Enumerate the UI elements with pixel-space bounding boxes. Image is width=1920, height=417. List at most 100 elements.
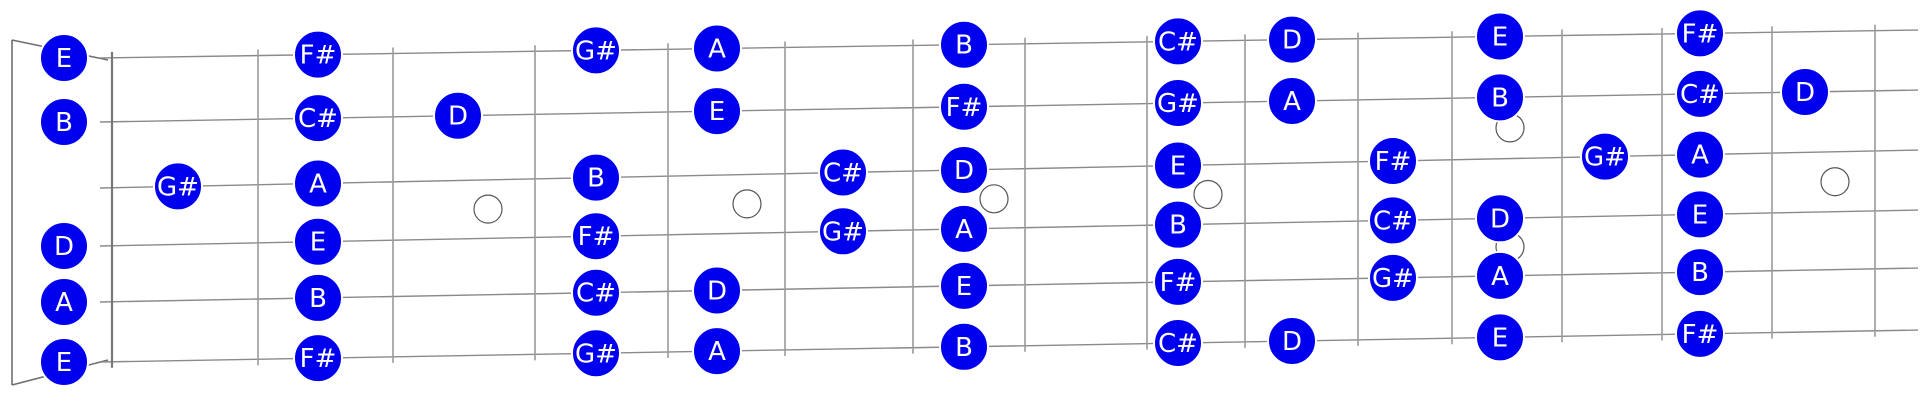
note-s5-f12-label: A (1491, 262, 1509, 292)
note-s2-f3-circle (433, 90, 483, 141)
note-s1-f5: A (692, 23, 742, 74)
note-s6-f10-circle (1267, 316, 1317, 367)
note-s5-f2-circle (293, 272, 343, 323)
frets (110, 24, 1876, 368)
note-s5-f5-label: D (707, 276, 727, 306)
note-s2-f12-circle (1475, 72, 1525, 123)
note-s1-f9: C# (1153, 16, 1203, 67)
open-note-string-2-circle (39, 97, 89, 147)
fret-markers (473, 113, 1850, 262)
note-s4-f7-circle (939, 203, 989, 254)
note-s6-f14: F# (1675, 308, 1725, 359)
note-s5-f4-circle (571, 267, 621, 318)
note-s1-f9-circle (1153, 16, 1203, 67)
note-s4-f9-circle (1153, 199, 1203, 250)
note-s3-f13-circle (1580, 131, 1630, 182)
note-s2-f3: D (433, 90, 483, 141)
note-s5-f11-label: G# (1372, 264, 1414, 294)
note-s5-f5: D (692, 265, 742, 316)
note-s3-f1-label: G# (157, 172, 199, 202)
note-s4-f12-label: D (1490, 204, 1510, 234)
note-s6-f7-label: B (955, 333, 973, 363)
note-s6-f14-circle (1675, 308, 1725, 359)
note-s2-f10-label: A (1283, 87, 1301, 117)
note-s4-f11-circle (1368, 195, 1418, 246)
note-s2-f7: F# (939, 81, 989, 132)
open-note-string-1-circle (39, 33, 89, 83)
string-2 (99, 89, 1919, 123)
note-s4-f4-circle (571, 211, 621, 262)
note-s5-f2: B (293, 272, 343, 323)
note-s1-f14: F# (1675, 8, 1725, 59)
note-s4-f7: A (939, 203, 989, 254)
note-s2-f12: B (1475, 72, 1525, 123)
note-s3-f6-label: C# (823, 158, 863, 188)
note-s4-f2-label: E (310, 228, 326, 258)
note-s6-f10: D (1267, 316, 1317, 367)
note-s3-f14-label: A (1691, 141, 1709, 171)
note-s3-f7-label: D (954, 156, 974, 186)
note-s6-f7: B (939, 321, 989, 372)
strings (99, 29, 1919, 363)
note-s5-f14-circle (1675, 247, 1725, 298)
note-s5-f11-circle (1368, 252, 1418, 303)
note-s6-f2-label: F# (300, 344, 337, 374)
note-s1-f5-label: A (708, 35, 726, 65)
string-4 (99, 209, 1919, 247)
note-s2-f7-circle (939, 81, 989, 132)
note-s1-f12-circle (1475, 11, 1525, 62)
note-s3-f1: G# (153, 161, 203, 212)
fret-marker-3 (473, 194, 503, 224)
note-s5-f9: F# (1153, 256, 1203, 307)
open-note-string-6-label: E (56, 348, 72, 378)
note-s3-f2-label: A (309, 169, 327, 199)
fret-marker-15 (1820, 167, 1850, 197)
string-5 (99, 267, 1919, 303)
note-s3-f1-circle (153, 161, 203, 212)
string-6 (99, 329, 1919, 363)
note-s3-f6: C# (818, 147, 868, 198)
note-s6-f9: C# (1153, 318, 1203, 369)
note-s2-f9-label: G# (1157, 89, 1199, 119)
note-s1-f9-label: C# (1158, 27, 1198, 57)
note-s4-f6: G# (818, 206, 868, 257)
note-s1-f12: E (1475, 11, 1525, 62)
note-s4-f2-circle (293, 216, 343, 267)
note-s3-f13-label: G# (1584, 143, 1626, 173)
note-s4-f12-circle (1475, 193, 1525, 244)
string-1 (99, 29, 1919, 59)
note-s6-f9-circle (1153, 318, 1203, 369)
fret-marker-5 (732, 189, 762, 219)
note-s2-f7-label: F# (946, 93, 983, 123)
note-s6-f14-label: F# (1682, 320, 1719, 350)
note-s5-f5-circle (692, 265, 742, 316)
note-s2-f5-label: E (709, 97, 725, 127)
open-note-string-1: E (39, 33, 89, 83)
note-s1-f4: G# (571, 25, 621, 76)
note-s6-f2: F# (293, 333, 343, 384)
note-s5-f14-label: B (1691, 258, 1709, 288)
note-s3-f6-circle (818, 147, 868, 198)
note-s6-f5: A (692, 326, 742, 377)
note-s4-f14: E (1675, 189, 1725, 240)
fret-marker-7 (979, 184, 1009, 214)
note-s2-f5-circle (692, 86, 742, 137)
note-s6-f4-label: G# (575, 339, 617, 369)
note-s5-f7-label: E (956, 272, 972, 302)
open-note-string-4-label: D (54, 232, 74, 262)
note-s5-f9-circle (1153, 256, 1203, 307)
note-markers: EBDAEG#F#C#AEBF#DG#BF#C#G#AEDAC#G#BF#DAE… (39, 8, 1830, 387)
note-s6-f9-label: C# (1158, 329, 1198, 359)
note-s5-f7: E (939, 260, 989, 311)
note-s4-f14-circle (1675, 189, 1725, 240)
open-note-string-4-circle (39, 221, 89, 271)
open-note-string-5: A (39, 277, 89, 327)
note-s4-f6-circle (818, 206, 868, 257)
note-s1-f10-label: D (1282, 26, 1302, 56)
note-s3-f2-circle (293, 158, 343, 209)
note-s5-f12-circle (1475, 250, 1525, 301)
note-s4-f11-label: C# (1373, 206, 1413, 236)
open-note-string-1-label: E (56, 44, 72, 74)
note-s1-f7-label: B (955, 31, 973, 61)
note-s2-f2: C# (293, 93, 343, 144)
